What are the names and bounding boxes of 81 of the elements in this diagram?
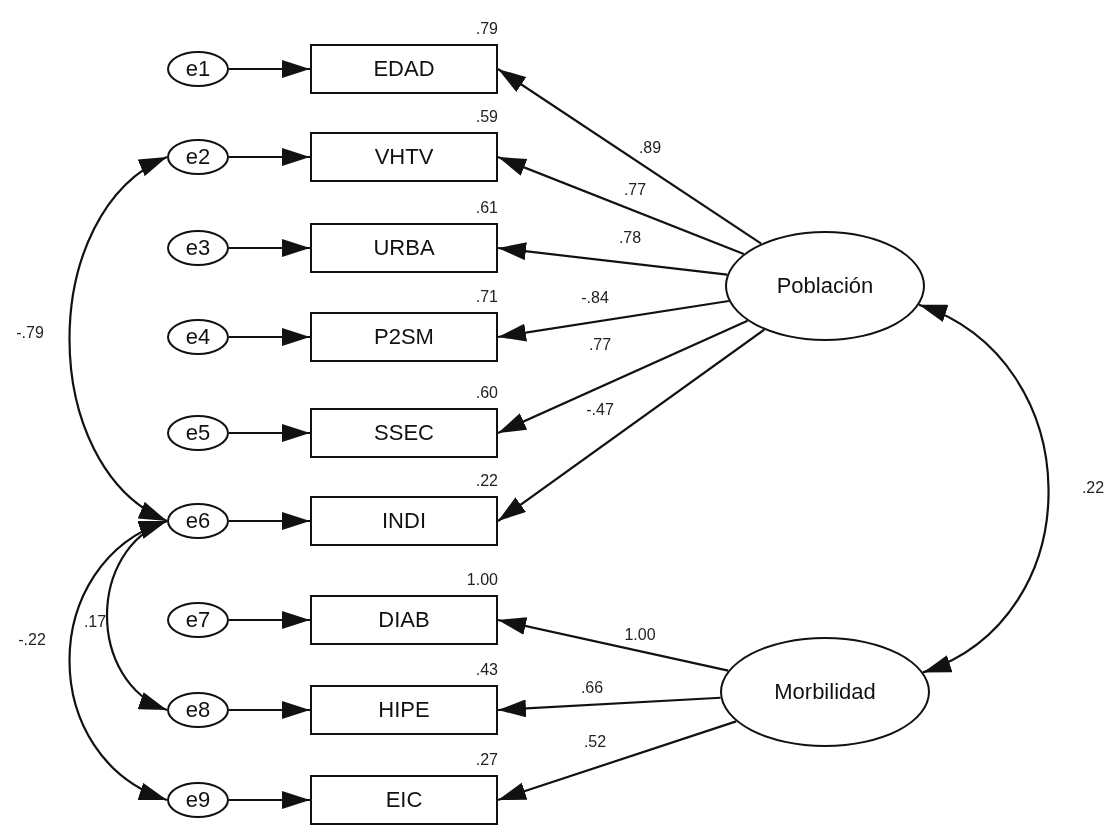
variable-name: e1 bbox=[185, 56, 211, 82]
path-arrow bbox=[229, 60, 310, 78]
r-squared-value: .79 bbox=[475, 20, 498, 38]
edge-label: -.84 bbox=[581, 289, 609, 307]
variable-name: INDI bbox=[382, 508, 426, 534]
error-term-ellipse bbox=[167, 503, 229, 539]
variable-name: EDAD bbox=[373, 56, 435, 82]
variable-name: e3 bbox=[185, 235, 211, 261]
observed-variable-box bbox=[310, 685, 498, 735]
edge-label: -.79 bbox=[16, 324, 44, 342]
path-arrow bbox=[229, 701, 310, 719]
r-squared-value: .60 bbox=[475, 384, 498, 402]
r-squared-value: .61 bbox=[475, 199, 498, 217]
path-arrow bbox=[229, 424, 310, 442]
edge-label: -.47 bbox=[586, 401, 614, 419]
path-arrow bbox=[497, 319, 749, 434]
observed-variable-box bbox=[310, 44, 498, 94]
variable-name: URBA bbox=[373, 235, 435, 261]
edge-label: .78 bbox=[618, 229, 642, 247]
observed-variable-box bbox=[310, 312, 498, 362]
variable-name: e5 bbox=[185, 420, 211, 446]
path-arrow bbox=[229, 512, 310, 530]
error-term-ellipse bbox=[167, 139, 229, 175]
variable-name: SSEC bbox=[374, 420, 434, 446]
r-squared-value: .59 bbox=[475, 108, 498, 126]
edge-label: .77 bbox=[588, 336, 612, 354]
error-term-ellipse bbox=[167, 319, 229, 355]
covariance-arrow bbox=[68, 156, 168, 522]
path-arrow bbox=[497, 328, 765, 522]
observed-variable-box bbox=[310, 132, 498, 182]
error-term-ellipse bbox=[167, 415, 229, 451]
variable-name: EIC bbox=[385, 787, 423, 813]
path-arrow bbox=[497, 68, 762, 245]
observed-variable-box bbox=[310, 595, 498, 645]
observed-variable-box bbox=[310, 223, 498, 273]
variable-name: e9 bbox=[185, 787, 211, 813]
variable-name: e6 bbox=[185, 508, 211, 534]
path-arrow bbox=[229, 239, 310, 257]
variable-name: HIPE bbox=[378, 697, 430, 723]
error-term-ellipse bbox=[167, 692, 229, 728]
covariance-arrow bbox=[105, 520, 168, 711]
error-term-ellipse bbox=[167, 782, 229, 818]
path-arrow bbox=[497, 242, 728, 276]
path-arrow bbox=[229, 791, 310, 809]
error-term-ellipse bbox=[167, 230, 229, 266]
path-arrow bbox=[497, 617, 729, 672]
edge-label: 1.00 bbox=[624, 626, 656, 644]
error-term-ellipse bbox=[167, 51, 229, 87]
r-squared-value: .43 bbox=[475, 661, 498, 679]
edge-label: .77 bbox=[623, 181, 647, 199]
variable-name: e4 bbox=[185, 324, 211, 350]
variable-name: e7 bbox=[185, 607, 211, 633]
variable-name: e2 bbox=[185, 144, 211, 170]
observed-variable-box bbox=[310, 775, 498, 825]
variable-name: Morbilidad bbox=[774, 679, 876, 705]
path-arrow bbox=[229, 148, 310, 166]
r-squared-value: .71 bbox=[475, 288, 498, 306]
path-arrow bbox=[497, 155, 745, 255]
variable-name: Población bbox=[776, 273, 874, 299]
variable-name: e8 bbox=[185, 697, 211, 723]
edge-label: .17 bbox=[83, 613, 107, 631]
variable-name: DIAB bbox=[378, 607, 430, 633]
path-arrow bbox=[229, 328, 310, 346]
variable-name: VHTV bbox=[374, 144, 434, 170]
observed-variable-box bbox=[310, 408, 498, 458]
covariance-arrow bbox=[68, 520, 168, 801]
error-term-ellipse bbox=[167, 602, 229, 638]
r-squared-value: .22 bbox=[475, 472, 498, 490]
r-squared-value: .27 bbox=[475, 751, 498, 769]
edge-label: .52 bbox=[583, 733, 607, 751]
path-arrow bbox=[497, 696, 721, 718]
path-arrow bbox=[497, 299, 729, 342]
edge-label: .89 bbox=[638, 139, 662, 157]
path-arrow bbox=[229, 611, 310, 629]
edge-label: .66 bbox=[580, 679, 604, 697]
edge-label: .22 bbox=[1081, 479, 1105, 497]
path-arrow bbox=[497, 720, 737, 802]
variable-name: P2SM bbox=[374, 324, 434, 350]
observed-variable-box bbox=[310, 496, 498, 546]
edge-label: -.22 bbox=[18, 631, 46, 649]
r-squared-value: 1.00 bbox=[466, 571, 498, 589]
